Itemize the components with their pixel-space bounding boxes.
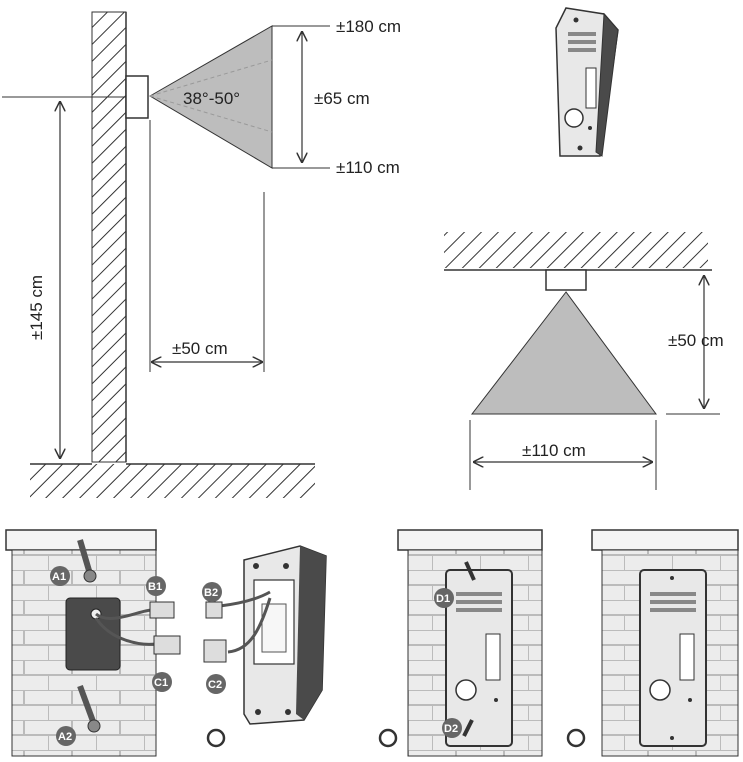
label-d2: D2 bbox=[444, 723, 458, 735]
step-1: A1 B1 C1 A2 bbox=[5, 529, 181, 757]
finished-device bbox=[639, 569, 707, 747]
angle-label: 38°-50° bbox=[183, 89, 240, 108]
mounted-device bbox=[445, 569, 513, 747]
next-step-arrow-icon bbox=[566, 728, 586, 748]
mounting-box bbox=[65, 597, 121, 671]
top-height-label: ±180 cm bbox=[336, 17, 401, 36]
ceiling-cone bbox=[470, 291, 657, 415]
floor-hatch bbox=[30, 464, 315, 498]
next-step-arrow-icon bbox=[378, 728, 398, 748]
step-2: B2 C2 bbox=[202, 545, 327, 748]
view-cone bbox=[149, 25, 273, 169]
label-c2: C2 bbox=[208, 679, 222, 691]
side-view: 38°-50° ±180 cm ±65 cm ±110 cm ±145 cm ±… bbox=[2, 11, 401, 498]
label-a1: A1 bbox=[52, 571, 66, 583]
wall-hatch bbox=[91, 11, 127, 463]
mount-height-label: ±145 cm bbox=[27, 275, 46, 340]
label-b1: B1 bbox=[148, 581, 162, 593]
camera-device bbox=[125, 75, 149, 119]
next-step-arrow-icon bbox=[206, 728, 226, 748]
device-perspective bbox=[555, 7, 619, 157]
ceiling-view: ±50 cm ±110 cm bbox=[444, 232, 724, 490]
step-4 bbox=[566, 529, 739, 757]
bottom-height-label: ±110 cm bbox=[336, 158, 400, 177]
label-b2: B2 bbox=[204, 587, 218, 599]
label-d1: D1 bbox=[436, 593, 450, 605]
ceiling-device bbox=[545, 269, 587, 291]
label-a2: A2 bbox=[58, 731, 72, 743]
step-3: D1 D2 bbox=[378, 529, 543, 757]
ceiling-hatch bbox=[444, 232, 708, 268]
ceiling-height-label: ±50 cm bbox=[668, 331, 724, 350]
ceiling-width-label: ±110 cm bbox=[522, 441, 586, 460]
label-c1: C1 bbox=[154, 677, 168, 689]
distance-label: ±50 cm bbox=[172, 339, 228, 358]
spread-label: ±65 cm bbox=[314, 89, 370, 108]
